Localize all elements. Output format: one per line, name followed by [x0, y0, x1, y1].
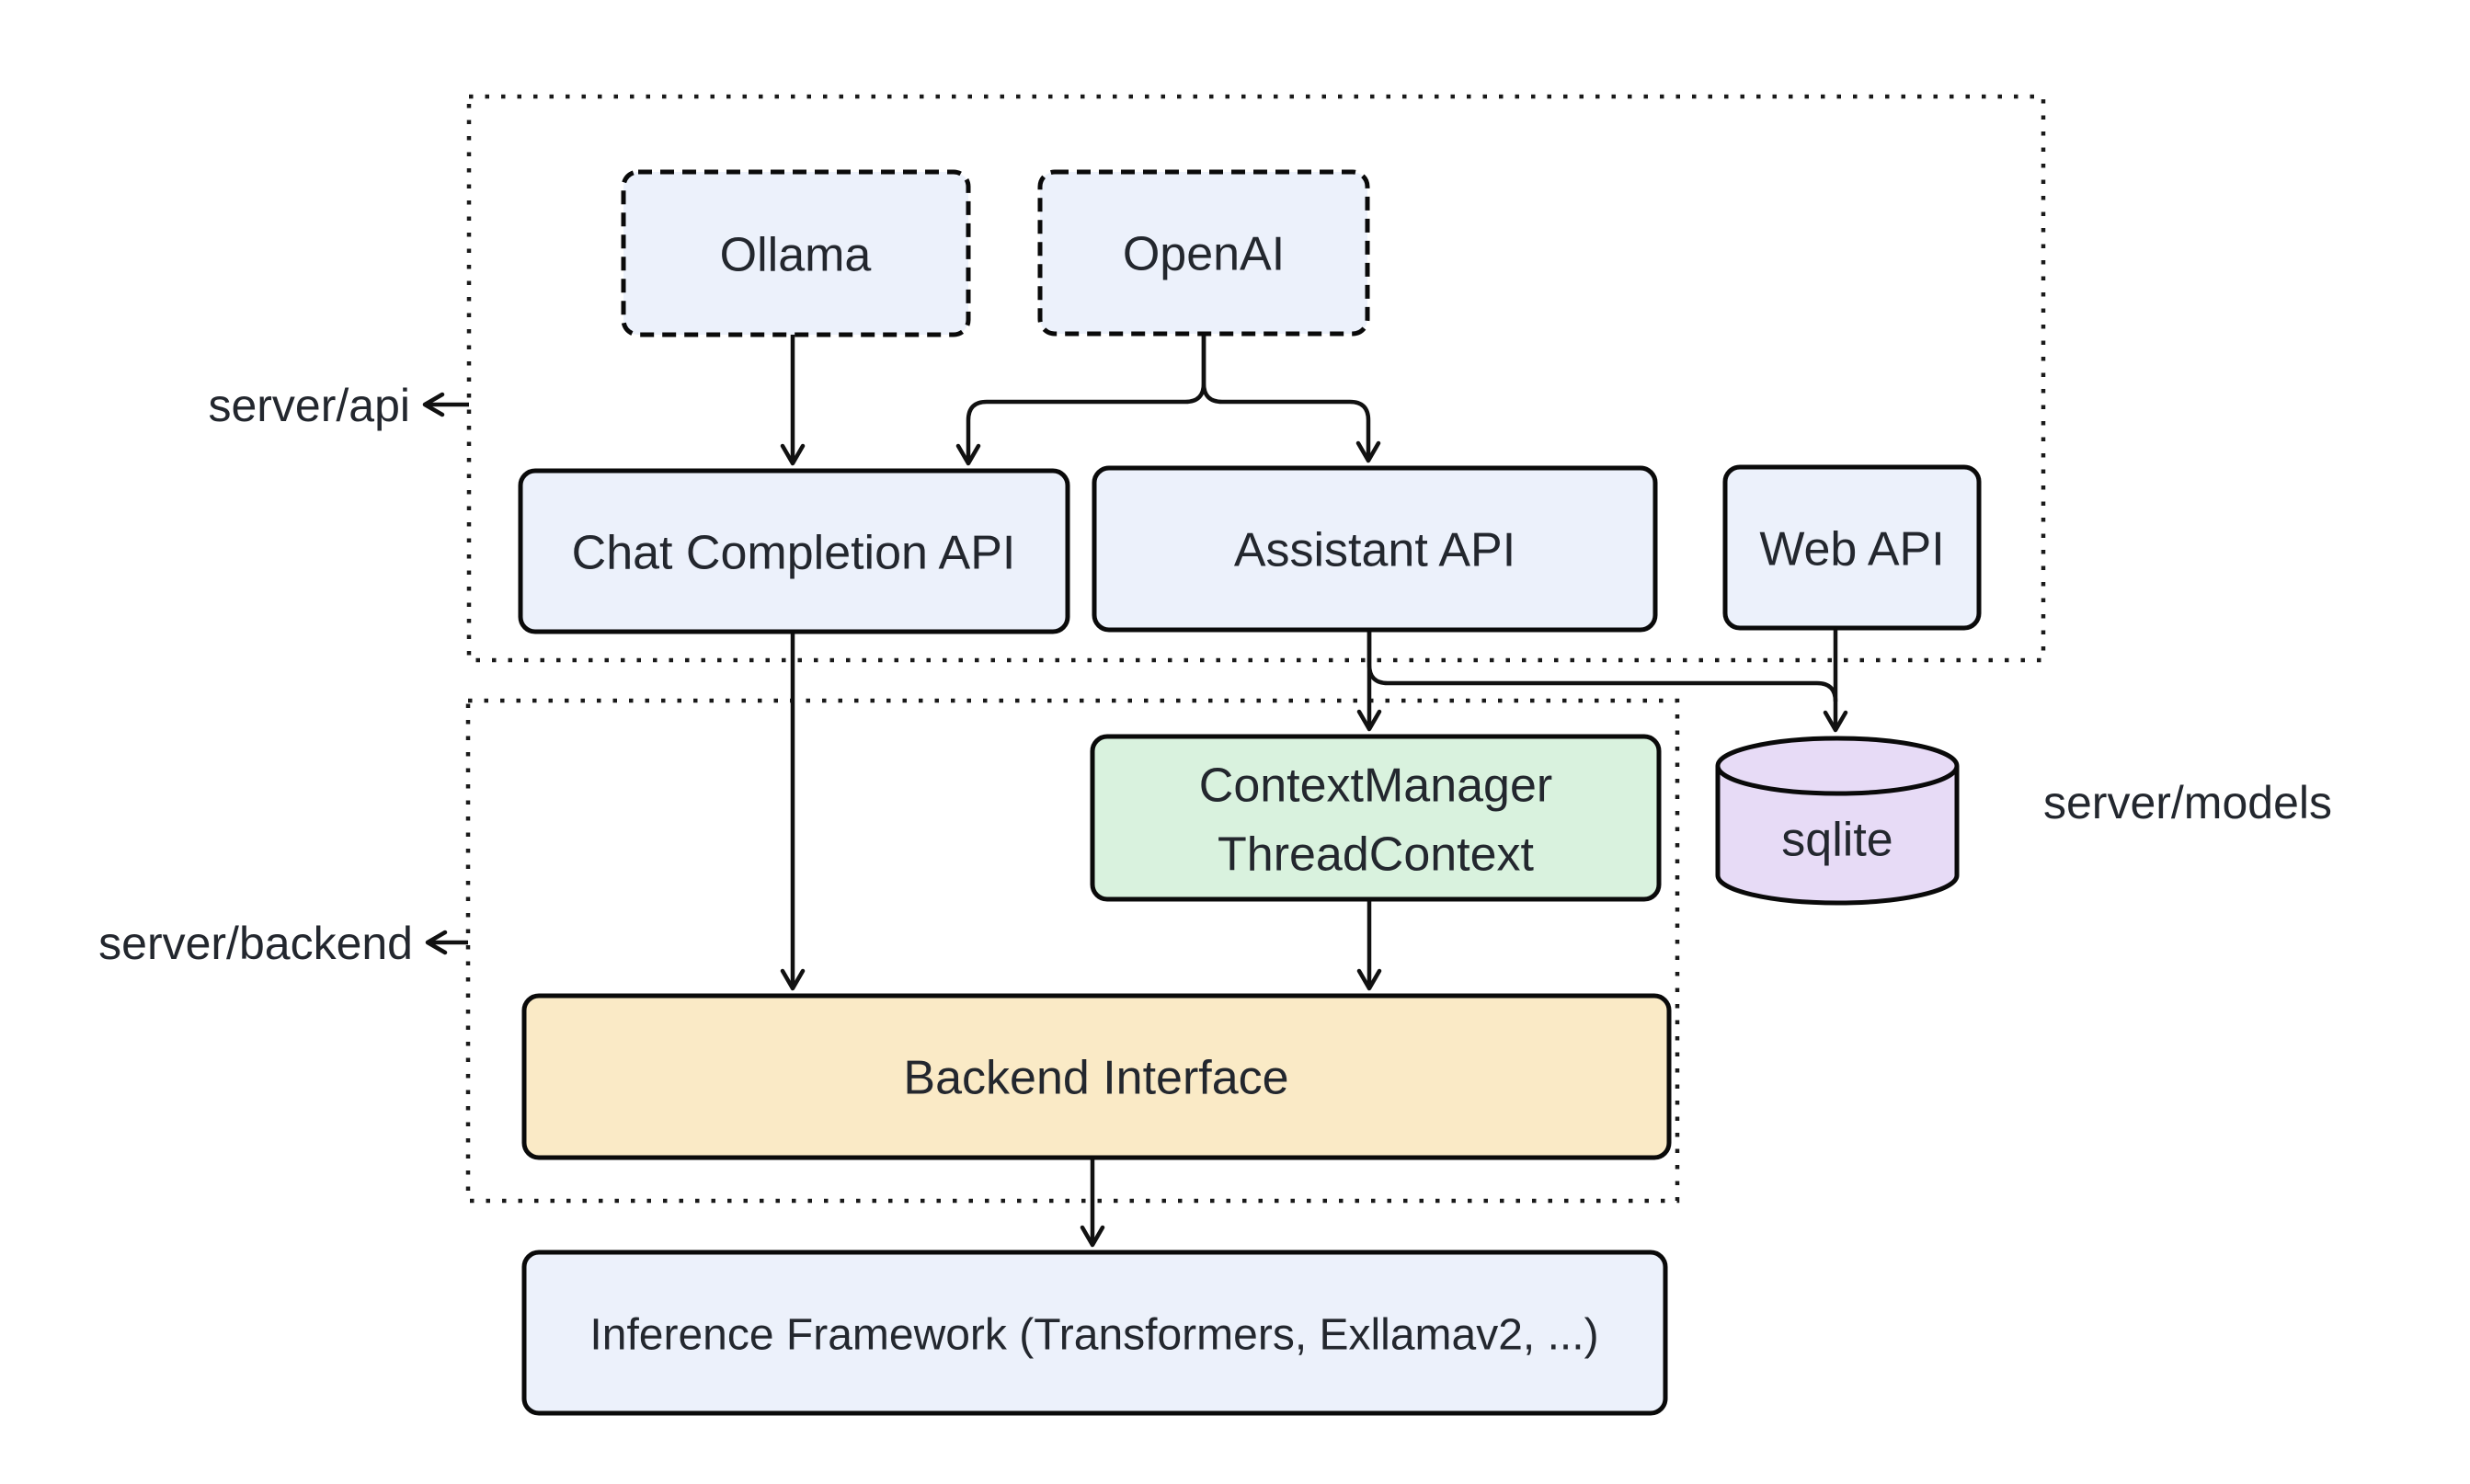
node-ollama: Ollama: [621, 169, 971, 337]
node-inference-framework-box: [521, 1250, 1668, 1416]
node-web-api-label: Web API: [1759, 523, 1944, 576]
node-assistant-api: Assistant API: [1092, 465, 1658, 633]
node-inference-framework: Inference Framework (Transformers, Exlla…: [521, 1250, 1668, 1416]
node-sqlite: sqlite: [1715, 736, 1960, 906]
edge-assistant-to-sqlite-branch: [1367, 630, 1838, 702]
node-web-api-box: [1722, 464, 1982, 631]
node-web-api: Web API: [1722, 464, 1982, 631]
node-context-manager-label-line1: ContextManager: [1199, 759, 1552, 813]
node-ollama-box: [621, 169, 971, 337]
node-backend-interface-box: [521, 993, 1672, 1160]
node-chat-completion-api: Chat Completion API: [518, 468, 1070, 634]
node-openai-label: OpenAI: [1123, 228, 1285, 281]
sqlite-cylinder-top: [1715, 736, 1960, 796]
edge-openai-to-assistant: [1201, 334, 1381, 463]
server-api-container: [466, 94, 2046, 663]
node-assistant-box: [1092, 465, 1658, 633]
edge-openai-to-chat-completion: [955, 334, 1206, 466]
node-backend-interface-label: Backend Interface: [903, 1052, 1288, 1105]
sqlite-cylinder-body: [1715, 766, 1960, 906]
node-openai: OpenAI: [1037, 169, 1370, 337]
node-sqlite-label: sqlite: [1781, 814, 1893, 867]
node-ollama-label: Ollama: [720, 229, 872, 282]
node-backend-interface: Backend Interface: [521, 993, 1672, 1160]
server-backend-label: server/backend: [98, 918, 413, 969]
node-context-manager-box: [1090, 734, 1662, 902]
node-assistant-label: Assistant API: [1234, 524, 1515, 577]
node-inference-framework-label: Inference Framework (Transformers, Exlla…: [589, 1310, 1598, 1359]
node-chat-completion-box: [518, 468, 1070, 634]
node-openai-box: [1037, 169, 1370, 337]
node-chat-completion-label: Chat Completion API: [572, 527, 1016, 580]
server-api-label: server/api: [208, 380, 410, 431]
node-context-manager: ContextManager ThreadContext: [1090, 734, 1662, 902]
server-models-label: server/models: [2043, 777, 2332, 828]
node-context-manager-label-line2: ThreadContext: [1218, 828, 1535, 882]
